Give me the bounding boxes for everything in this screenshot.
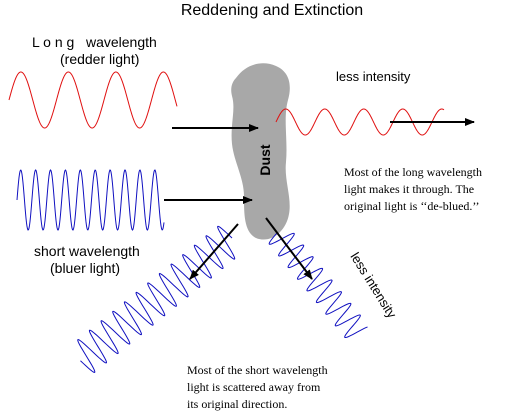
scattered-label: less intensity (347, 250, 399, 321)
dust-label: Dust (257, 144, 273, 175)
red-label-line2: (redder light) (60, 51, 139, 67)
blue-label-line2: (bluer light) (50, 260, 120, 276)
incoming-red-wave (8, 71, 178, 129)
scattered-blue-wave-left (77, 225, 236, 373)
incoming-blue-wave (16, 169, 165, 231)
dust-cloud (231, 63, 290, 240)
diagram-title: Reddening and Extinction (181, 2, 363, 19)
transmitted-note-line2: light makes it through. The (344, 182, 474, 196)
red-label-line1: L o n g wavelength (32, 34, 157, 50)
scattered-note-line1: Most of the short wavelength (187, 363, 328, 377)
transmitted-label: less intensity (336, 69, 411, 84)
transmitted-note-line3: original light is ‘‘de-blued.’’ (344, 199, 480, 213)
transmitted-red-wave (275, 108, 445, 136)
scattered-note-line2: light is scattered away from (187, 380, 321, 394)
scattered-note-line3: its original direction. (187, 397, 287, 411)
scatter-left-arrow (189, 223, 239, 280)
blue-label-line1: short wavelength (34, 243, 140, 259)
scatter-right-arrow (265, 217, 313, 280)
scattered-blue-wave-right (268, 232, 368, 339)
transmitted-note-line1: Most of the long wavelength (344, 165, 482, 179)
